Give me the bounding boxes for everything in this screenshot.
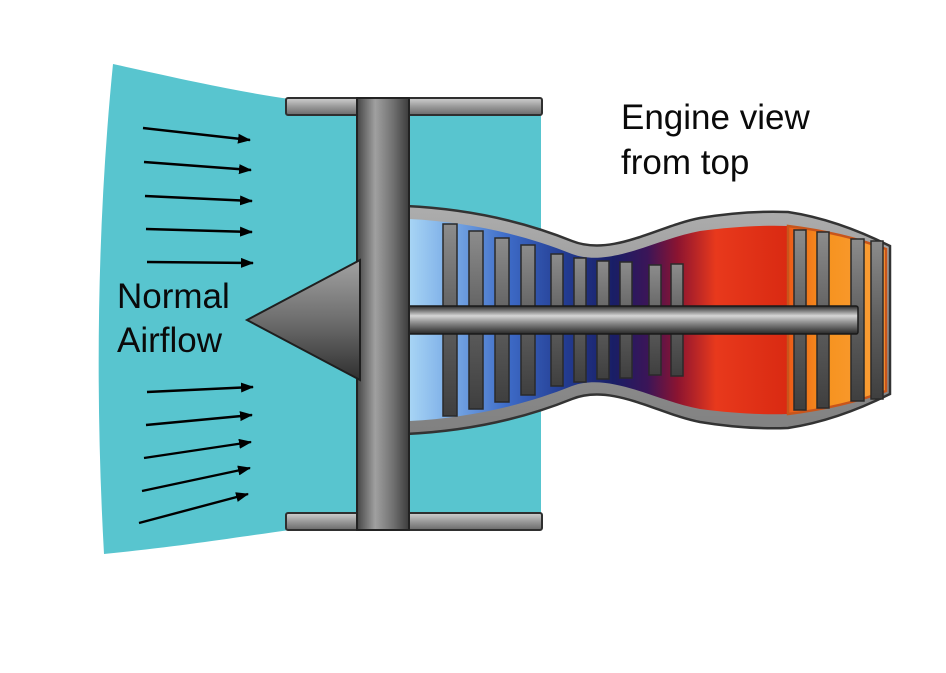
airflow-arrow	[146, 257, 254, 268]
fan-disc	[356, 97, 410, 531]
airflow-arrow	[142, 126, 251, 144]
airflow-arrow	[143, 160, 252, 175]
airflow-label-line2: Airflow	[117, 321, 223, 360]
fan-case-bottom	[285, 512, 543, 531]
airflow-label-line1: Normal	[117, 277, 230, 316]
airflow-arrow	[145, 411, 253, 427]
nozzle-vane	[870, 240, 884, 400]
engine-shaft	[405, 305, 859, 335]
engine-view-label-line2: from top	[621, 143, 749, 182]
airflow-arrow	[138, 492, 249, 525]
airflow-arrows	[138, 126, 254, 525]
airflow-arrow	[145, 226, 253, 237]
fan-case-top	[285, 97, 543, 116]
airflow-arrow	[143, 438, 252, 460]
engine-view-label-line1: Engine view	[621, 98, 810, 137]
airflow-arrow	[144, 194, 253, 206]
airflow-arrow	[141, 465, 251, 493]
airflow-region	[98, 64, 290, 554]
nose-cone	[244, 258, 361, 382]
airflow-arrow	[146, 382, 254, 394]
